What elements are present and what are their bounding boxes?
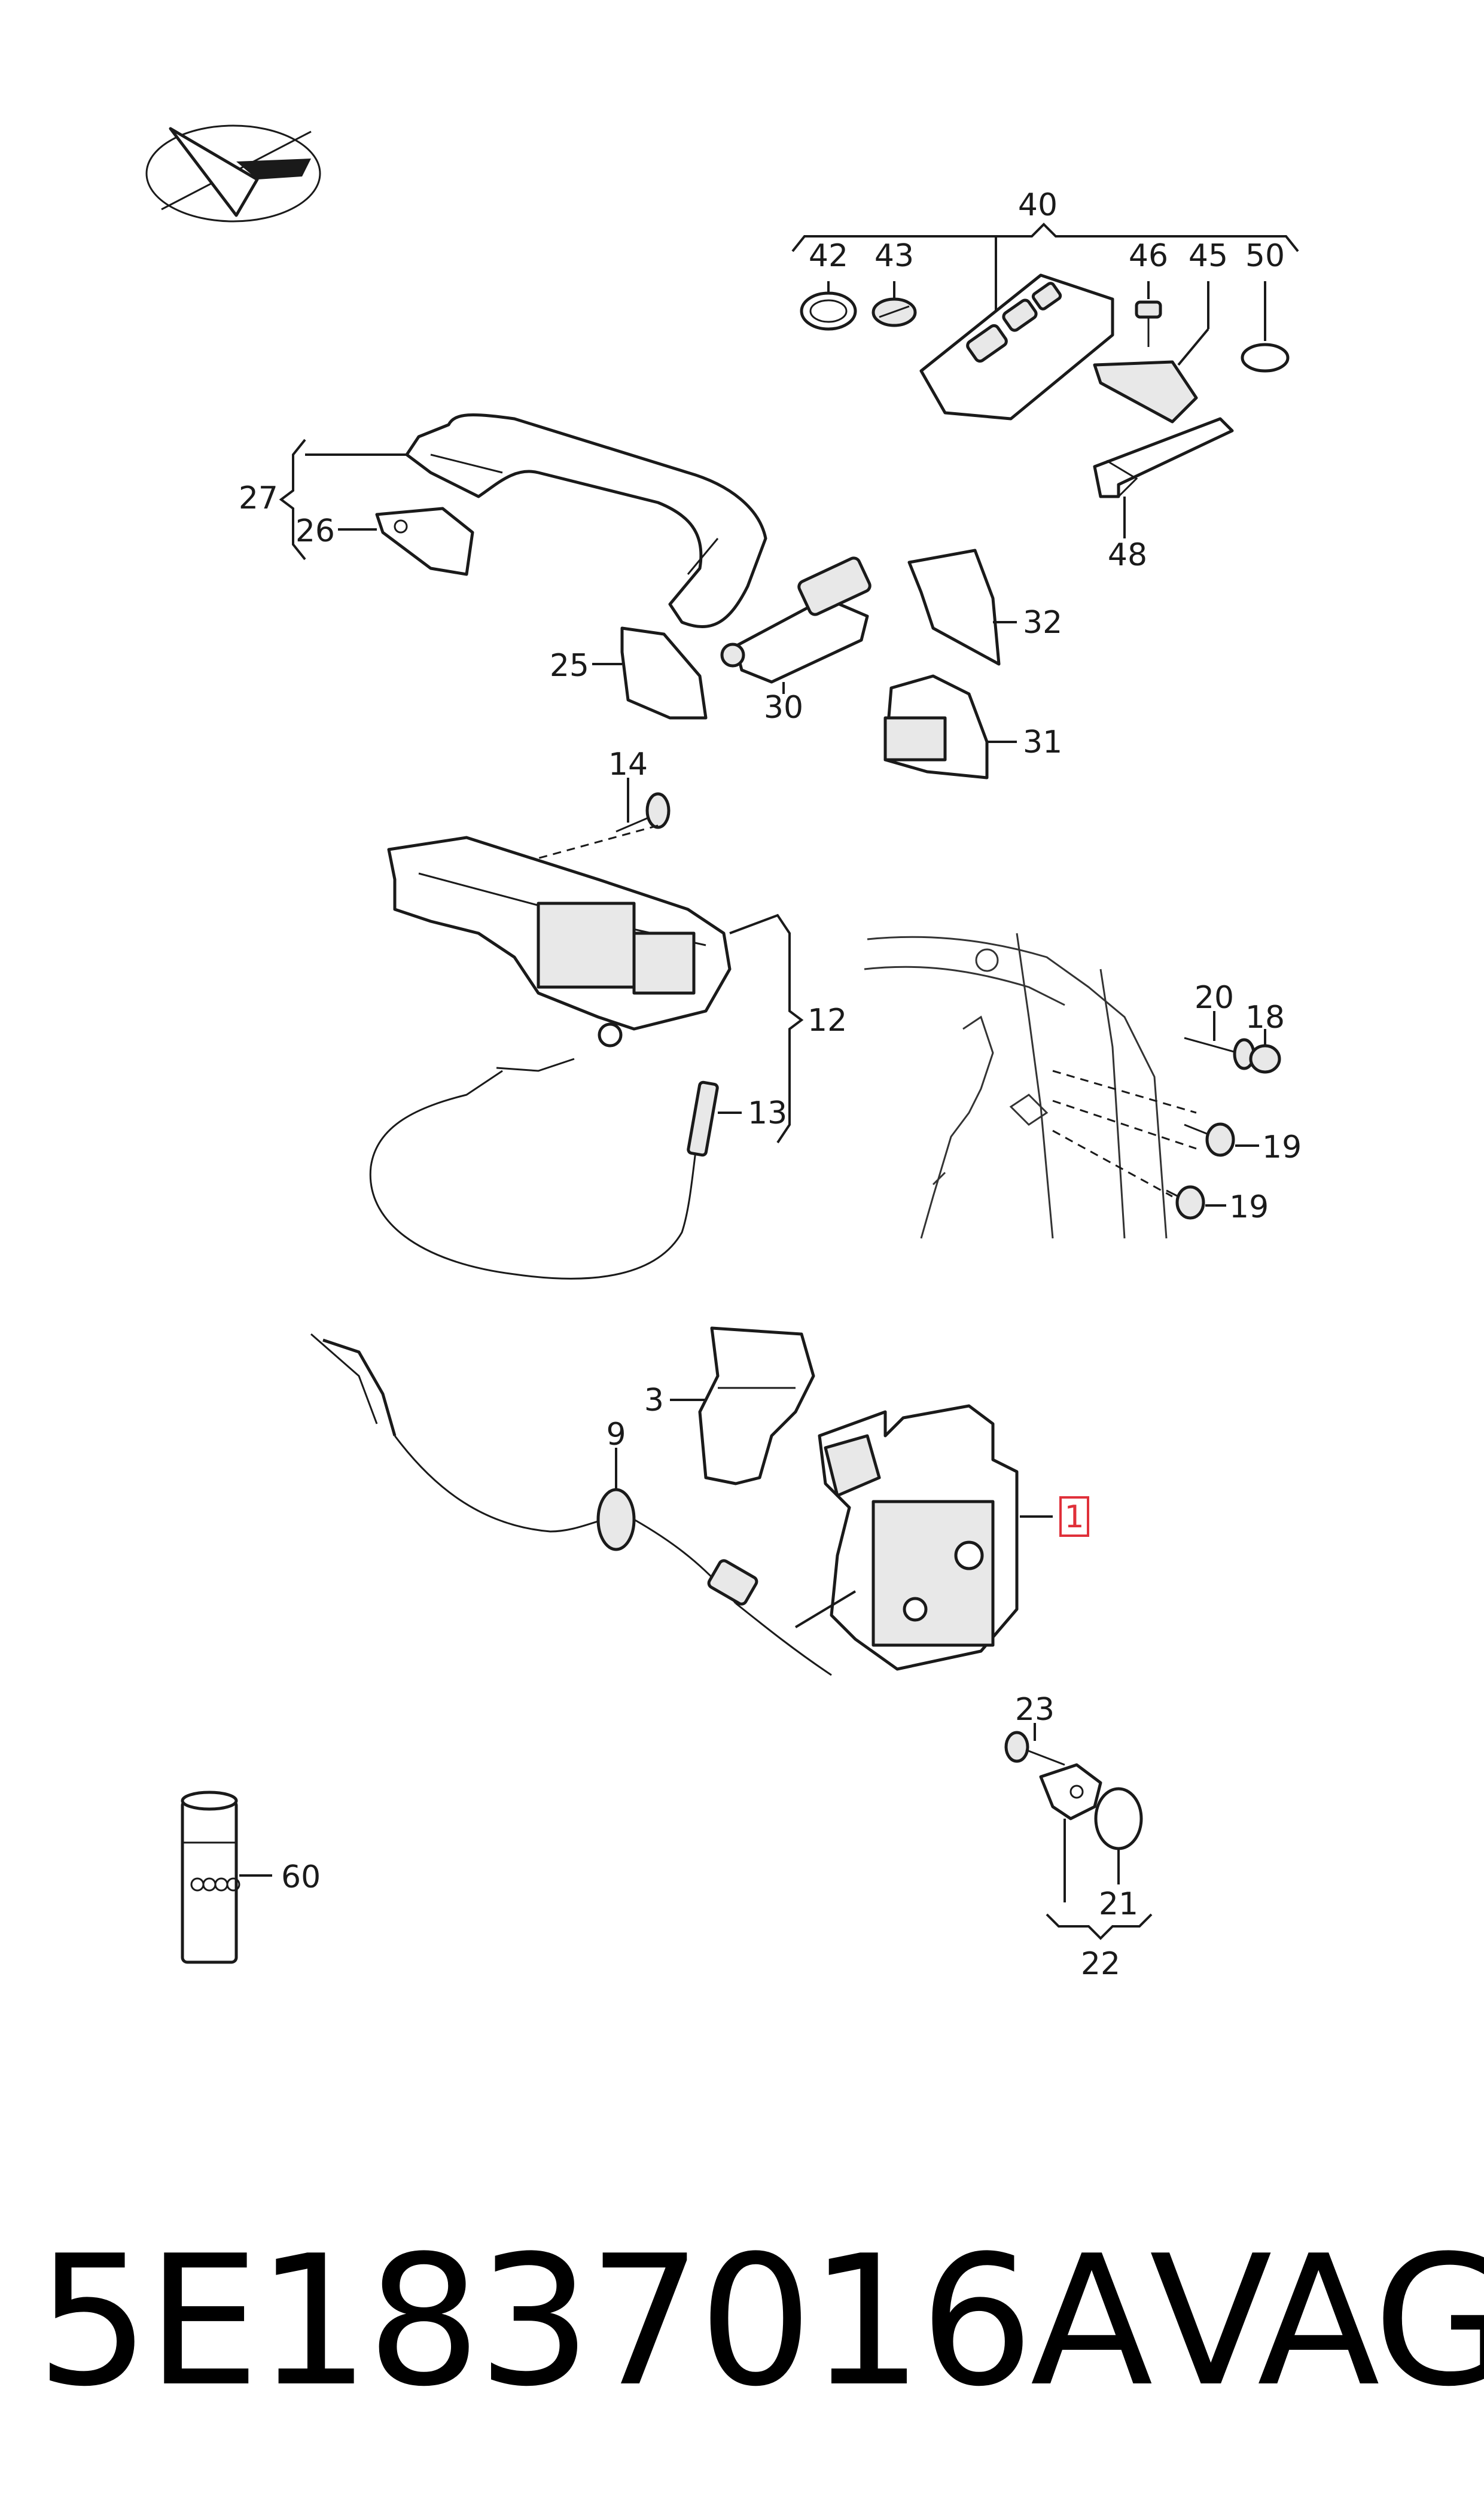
- callout-26: 26: [295, 513, 335, 549]
- direction-arrow-logo-icon: [145, 124, 321, 223]
- callout-42: 42: [809, 238, 848, 274]
- callout-3: 3: [644, 1383, 664, 1418]
- o-ring-part: [800, 291, 857, 331]
- callout-31: 31: [1023, 724, 1062, 760]
- cap-nut-18-part: [1249, 1044, 1281, 1074]
- brand-label: VAG: [1149, 2216, 1484, 2426]
- callout-21: 21: [1099, 1886, 1138, 1922]
- grease-tube-part: [181, 1791, 240, 1964]
- door-body-panel: [864, 933, 1197, 1239]
- bowden-cable-13-part: [369, 1058, 719, 1280]
- callout-13: 13: [748, 1095, 787, 1131]
- cap-32-part: [907, 549, 1001, 666]
- callout-43: 43: [874, 238, 914, 274]
- seal-ring-part: [1241, 343, 1290, 373]
- gasket-part: [375, 507, 474, 576]
- callout-19b: 19: [1229, 1189, 1269, 1225]
- lock-cylinder-part: [720, 556, 871, 684]
- handle-bracket-27: [279, 439, 407, 561]
- highlighted-part-callout-1[interactable]: 1: [1059, 1496, 1089, 1537]
- trim-cap-part: [620, 626, 708, 720]
- battery-part: [871, 297, 917, 327]
- callout-12: 12: [807, 1003, 847, 1039]
- callout-46: 46: [1129, 238, 1168, 274]
- callout-48: 48: [1108, 537, 1147, 573]
- part-number-footer: 5E1837016A VAG: [36, 2213, 1484, 2429]
- door-lock-actuator-part: [794, 1404, 1019, 1671]
- callout-25: 25: [550, 648, 589, 684]
- callout-labels: 40 42 43 46 45 50 48 27 26 25 30 32 31 1…: [239, 187, 1302, 1982]
- key-fob-part: [919, 273, 1114, 421]
- key-screw-part: [1135, 300, 1162, 347]
- callout-40: 40: [1018, 187, 1058, 223]
- striker-cover-21-part: [1094, 1787, 1143, 1850]
- cover-3-part: [698, 1326, 815, 1485]
- callout-30: 30: [764, 690, 803, 726]
- callout-32: 32: [1023, 605, 1062, 641]
- bracket-12: [729, 914, 804, 1144]
- callout-60: 60: [281, 1859, 321, 1895]
- screw-19a-part: [1184, 1122, 1235, 1157]
- part-number: 5E1837016A: [36, 2216, 1153, 2426]
- screw-20-part: [1184, 1037, 1256, 1070]
- callout-45: 45: [1189, 238, 1228, 274]
- handle-carrier-part: [387, 836, 732, 1048]
- callout-27: 27: [239, 480, 278, 516]
- callout-9: 9: [606, 1417, 626, 1453]
- emergency-key-blade-part: [1093, 417, 1234, 498]
- callout-23: 23: [1015, 1692, 1055, 1728]
- callout-19a: 19: [1262, 1129, 1302, 1165]
- callout-22: 22: [1081, 1946, 1120, 1982]
- key-cover-part: [1093, 360, 1198, 424]
- screw-19b-part: [1166, 1185, 1205, 1220]
- callout-18: 18: [1245, 1000, 1285, 1036]
- callout-1: 1: [1064, 1499, 1084, 1535]
- screw-23-part: [1004, 1731, 1065, 1766]
- door-handle-part: [405, 413, 767, 628]
- callout-14: 14: [608, 747, 648, 783]
- callout-20: 20: [1194, 980, 1234, 1016]
- screw-14-part: [615, 792, 671, 833]
- cap-31-part: [883, 674, 989, 780]
- striker-plate-part: [1039, 1763, 1102, 1820]
- interior-cable-9-part: [310, 1333, 832, 1676]
- callout-50: 50: [1245, 238, 1285, 274]
- bracket-22: [1046, 1913, 1153, 1940]
